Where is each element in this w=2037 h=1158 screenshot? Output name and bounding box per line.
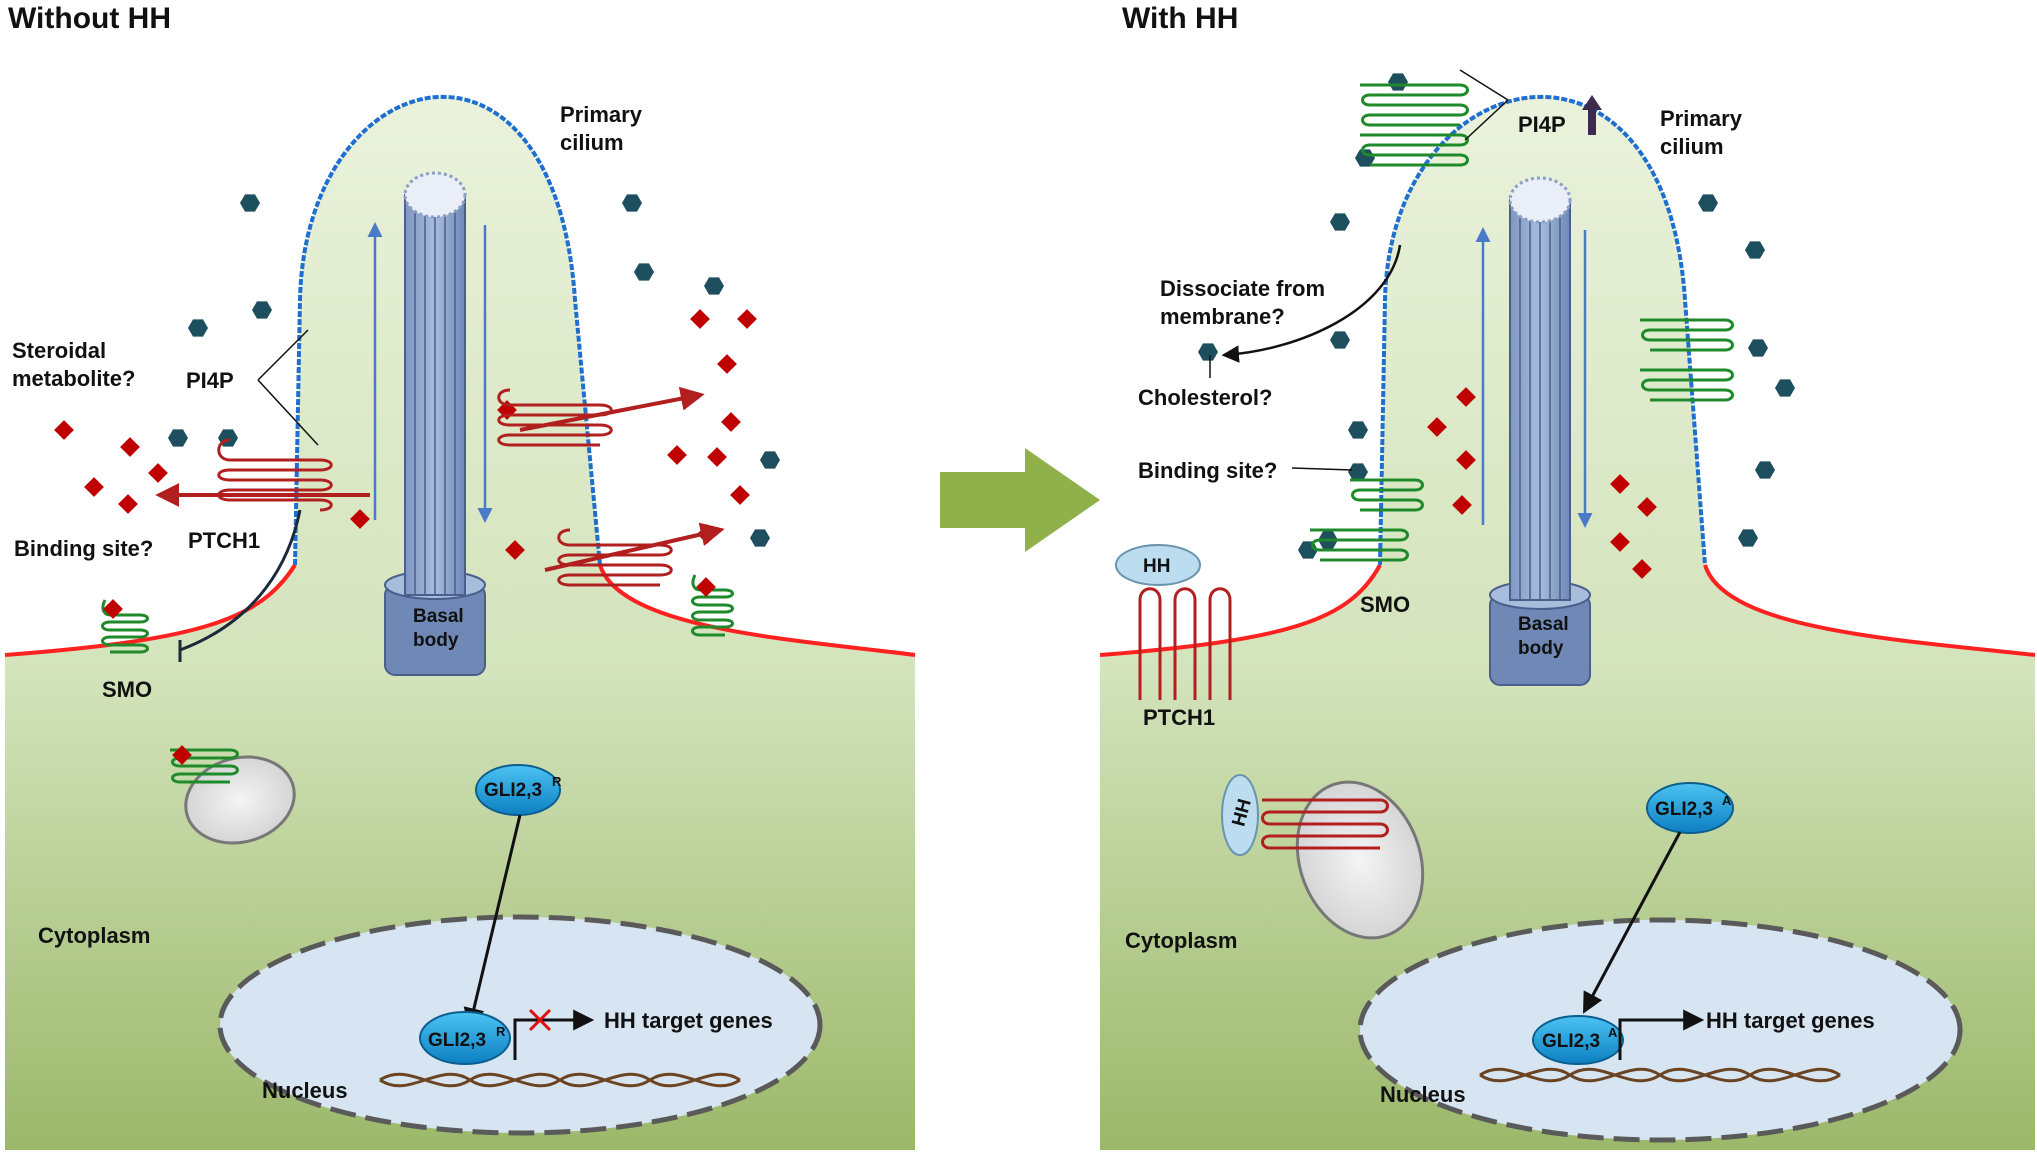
gli-a-label: GLI2,3 <box>1655 799 1713 820</box>
gli-a-nucleus-label: GLI2,3 <box>1542 1031 1600 1052</box>
dissociate-arrow <box>1221 244 1402 363</box>
axoneme-left <box>367 171 493 676</box>
smo-left-membrane <box>101 599 149 654</box>
axoneme-right <box>1475 176 1593 686</box>
smo-cilium-tip <box>1360 83 1469 167</box>
nucleus-label-right: Nucleus <box>1380 1082 1466 1107</box>
plasma-membrane-right <box>1099 564 1382 657</box>
left-panel: Without HH Primary cilium Steroidal meta… <box>4 2 916 1151</box>
ptch1-right <box>1138 587 1232 700</box>
smo-cilium-right <box>1640 318 1734 402</box>
nucleus-left <box>217 914 823 1136</box>
left-title: Without HH <box>8 2 171 35</box>
promoter-arrow-left <box>513 1009 595 1060</box>
ptch1-cilium-right <box>497 386 725 587</box>
steroidal-label-1: Steroidal <box>12 338 106 363</box>
hh-ligand-vesicle <box>1221 774 1259 856</box>
primary-cilium-r-2: cilium <box>1660 134 1724 159</box>
promoter-arrow-right <box>1618 1009 1705 1060</box>
steroidal-label-2: metabolite? <box>12 366 135 391</box>
hh-ligand-membrane <box>1115 544 1201 586</box>
smo-left-cilium <box>691 574 734 637</box>
gli-a-sup: A <box>1722 793 1732 808</box>
gli-r-label: GLI2,3 <box>484 780 542 801</box>
gli-repressor-nucleus <box>419 1011 511 1065</box>
nucleus-right <box>1357 917 1963 1143</box>
sterols-right <box>1427 387 1657 579</box>
right-panel: With HH Primary cilium PI4P Dissociate f… <box>1099 2 2036 1151</box>
ptch1-vesicle <box>1261 798 1389 850</box>
nucleus-label: Nucleus <box>262 1078 348 1103</box>
smo-right <box>1310 478 1424 562</box>
basal-body-label-2: body <box>413 630 459 651</box>
ptch1-left <box>155 438 370 512</box>
blocked-icon <box>528 1008 552 1032</box>
ciliary-membrane-left <box>293 94 602 566</box>
hh-label-membrane: HH <box>1143 556 1170 577</box>
pi4p-label-right: PI4P <box>1518 112 1566 137</box>
ciliary-membrane-right <box>1378 94 1707 566</box>
dna-right <box>1479 1067 1841 1083</box>
ptch1-label: PTCH1 <box>188 528 260 553</box>
dissociate-label-1: Dissociate from <box>1160 276 1325 301</box>
gli-r-nucleus-label: GLI2,3 <box>428 1030 486 1051</box>
smo-vesicle <box>170 748 239 784</box>
binding-site-label-right: Binding site? <box>1138 458 1277 483</box>
gli-activator-cyto <box>1646 782 1734 834</box>
primary-cilium-label-2: cilium <box>560 130 624 155</box>
cytoplasm-label-right: Cytoplasm <box>1125 928 1237 953</box>
plasma-membrane-left <box>4 563 297 657</box>
primary-cilium-r-1: Primary <box>1660 106 1743 131</box>
inhibition-line <box>179 509 302 652</box>
gli-a-sup-nucleus: A <box>1608 1025 1618 1040</box>
basal-body-label-1: Basal <box>413 606 464 627</box>
cytoplasm-label: Cytoplasm <box>38 923 150 948</box>
gli-r-sup: R <box>552 774 562 789</box>
transition-arrow <box>940 448 1100 552</box>
cholesterol-label: Cholesterol? <box>1138 385 1272 410</box>
target-genes-label: HH target genes <box>604 1008 773 1033</box>
right-title: With HH <box>1122 2 1238 35</box>
dissociate-label-2: membrane? <box>1160 304 1285 329</box>
gli-activator-nucleus <box>1532 1015 1624 1065</box>
dna-left <box>379 1072 741 1088</box>
basal-body-r-1: Basal <box>1518 614 1569 635</box>
increase-arrow-icon <box>1582 95 1602 135</box>
vesicle-right <box>1295 780 1425 940</box>
ptch1-label-right: PTCH1 <box>1143 705 1215 730</box>
primary-cilium-label-1: Primary <box>560 102 643 127</box>
binding-site-label: Binding site? <box>14 536 153 561</box>
gli-r-sup-nucleus: R <box>496 1024 506 1039</box>
basal-body-r-2: body <box>1518 638 1564 659</box>
smo-label-right: SMO <box>1360 592 1410 617</box>
pi4p-label: PI4P <box>186 368 234 393</box>
gli-repressor-cyto <box>475 764 561 816</box>
smo-label: SMO <box>102 677 152 702</box>
target-genes-label-right: HH target genes <box>1706 1008 1875 1033</box>
